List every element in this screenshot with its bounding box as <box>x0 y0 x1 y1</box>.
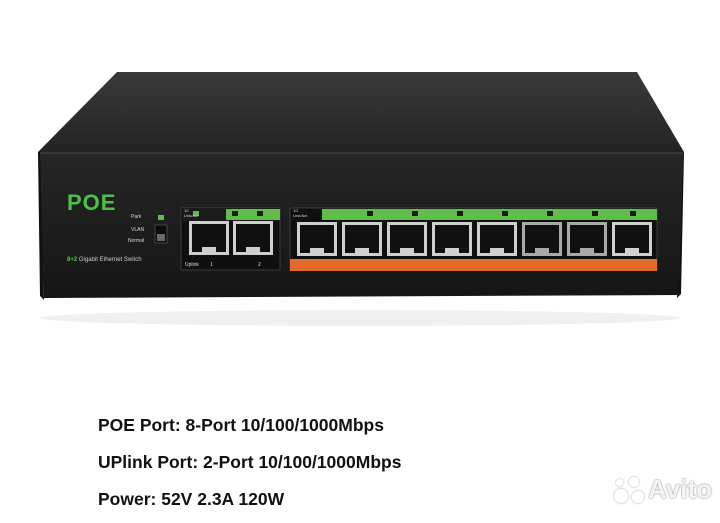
model-label: 8+2 Gigabit Ethernet Switch <box>67 257 142 263</box>
brand-logo: POE <box>67 190 117 215</box>
led-strip <box>322 209 657 220</box>
uplink-link-label: 10 Link/Act <box>184 208 199 218</box>
normal-label: Normal <box>128 238 145 244</box>
avito-dots-icon <box>612 475 646 505</box>
uplink-port-2-label: 2 <box>258 262 261 268</box>
poe-rj45-ports <box>297 222 652 256</box>
switch-top-face <box>38 72 684 152</box>
poe-link-label: 1G Link/Act <box>293 208 308 218</box>
spec-label: POE Port: <box>98 415 186 435</box>
uplink-rj45-ports <box>189 221 273 255</box>
spec-uplink-port: UPlink Port: 2-Port 10/100/1000Mbps <box>98 449 401 486</box>
park-label: Park <box>131 214 142 220</box>
spec-value: 2-Port 10/100/1000Mbps <box>203 452 402 472</box>
spec-label: UPlink Port: <box>98 452 204 472</box>
spec-label: Power: <box>98 489 162 509</box>
spec-list: POE Port: 8-Port 10/100/1000Mbps UPlink … <box>98 412 401 523</box>
switch-illustration <box>38 72 684 326</box>
vlan-label: VLAN <box>131 227 145 233</box>
poe-indicator-strip <box>290 259 657 271</box>
avito-watermark: Avito <box>612 474 712 505</box>
uplink-port-1-label: 1 <box>210 262 213 268</box>
spec-poe-port: POE Port: 8-Port 10/100/1000Mbps <box>98 412 401 449</box>
poe-switch: POE Park VLAN Normal 10 Link/Act 1G Link… <box>38 72 684 326</box>
spec-value: 52V 2.3A 120W <box>161 489 285 509</box>
park-led <box>158 215 164 220</box>
spec-value: 8-Port 10/100/1000Mbps <box>185 415 384 435</box>
model-text: Gigabit Ethernet Switch <box>77 257 142 263</box>
watermark-text: Avito <box>648 474 713 504</box>
model-prefix: 8+2 <box>67 257 78 263</box>
uplink-label: Uplink <box>185 262 199 268</box>
spec-power: Power: 52V 2.3A 120W <box>98 486 401 523</box>
